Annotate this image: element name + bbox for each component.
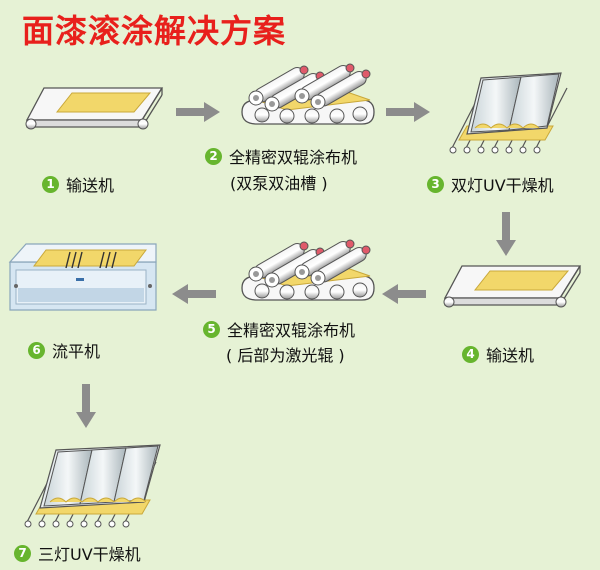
- arrow-left-icon: [172, 284, 216, 304]
- step-2-sublabel: (双泵双油槽 ): [230, 174, 328, 193]
- page-title: 面漆滚涂解决方案: [22, 12, 287, 50]
- step-number-badge: 4: [462, 345, 479, 363]
- double-roller-coater-icon: [241, 63, 375, 125]
- step-7-caption: 7 三灯UV干燥机: [14, 541, 141, 565]
- step-label: 三灯UV干燥机: [38, 545, 141, 564]
- step-5-sublabel: ( 后部为激光辊 ): [226, 346, 345, 365]
- step-number-badge: 1: [42, 175, 59, 193]
- step-number-badge: 5: [203, 320, 220, 338]
- step-label: 流平机: [52, 342, 101, 361]
- step-label: 全精密双辊涂布机: [229, 148, 358, 167]
- step-number-badge: 3: [427, 175, 444, 193]
- arrow-right-icon: [176, 102, 220, 122]
- double-roller-coater-icon: [241, 239, 375, 301]
- step-label: 双灯UV干燥机: [451, 176, 554, 195]
- leveling-machine-icon: [8, 243, 157, 311]
- arrow-down-icon: [496, 212, 516, 256]
- step-1-caption: 1 输送机: [42, 172, 114, 196]
- step-number-badge: 7: [14, 544, 31, 562]
- arrow-left-icon: [382, 284, 426, 304]
- step-number-badge: 2: [205, 147, 222, 165]
- step-4-caption: 4 输送机: [462, 342, 534, 366]
- step-3-caption: 3 双灯UV干燥机: [427, 172, 554, 196]
- conveyor-icon: [443, 265, 582, 308]
- step-label: 全精密双辊涂布机: [227, 321, 356, 340]
- uv-dryer-icon: [24, 444, 161, 528]
- step-number-badge: 6: [28, 341, 45, 359]
- step-5-caption: 5 全精密双辊涂布机: [203, 317, 355, 341]
- arrow-right-icon: [386, 102, 430, 122]
- conveyor-icon: [25, 87, 164, 130]
- step-2-caption: 2 全精密双辊涂布机: [205, 144, 357, 168]
- step-label: 输送机: [486, 346, 535, 365]
- arrow-down-icon: [76, 384, 96, 428]
- uv-dryer-icon: [449, 72, 568, 154]
- step-label: 输送机: [66, 176, 115, 195]
- step-6-caption: 6 流平机: [28, 338, 100, 362]
